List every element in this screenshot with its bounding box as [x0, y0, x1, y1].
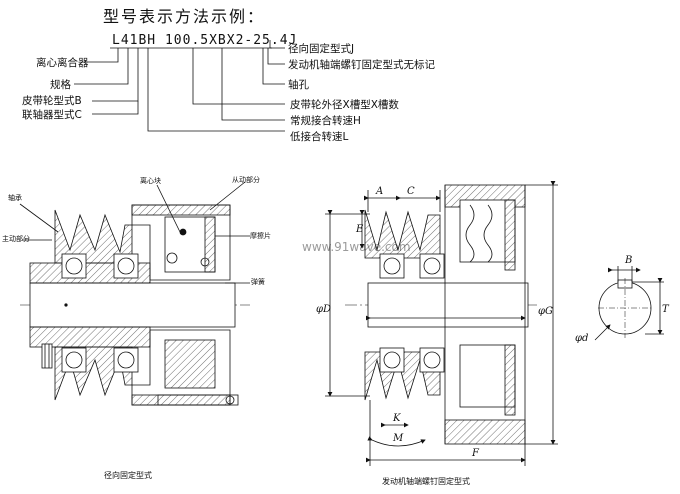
dim-phi-g: φG	[538, 306, 553, 317]
legend-radial-fixed: 径向固定型式J	[288, 43, 355, 55]
dim-phi-small-d: φd	[575, 333, 589, 344]
legend-low-speed: 低接合转速L	[290, 131, 349, 143]
label-friction-plate: 摩擦片	[250, 232, 271, 240]
legend-shaft-hole: 轴孔	[288, 79, 309, 91]
dim-b: B	[625, 255, 633, 266]
label-driven-part: 从动部分	[232, 176, 260, 184]
model-code: L41BH 100.5XBX2-25.4J	[112, 33, 298, 48]
right-clutch-drawing	[325, 181, 558, 466]
label-spring: 弹簧	[251, 278, 265, 286]
legend-spec: 规格	[50, 79, 71, 91]
legend-coupling-type: 联轴器型式C	[22, 109, 82, 121]
legend-normal-speed: 常规接合转速H	[290, 115, 361, 127]
dim-phi-d: φD	[316, 304, 332, 315]
caption-right: 发动机轴端螺钉固定型式	[382, 477, 470, 486]
dim-c: C	[407, 186, 415, 197]
legend-engine-screw: 发动机轴端螺钉固定型式无标记	[288, 59, 435, 71]
legend-pulley-type: 皮带轮型式B	[22, 95, 82, 107]
diagram-title: 型号表示方法示例：	[103, 7, 266, 26]
label-centrifugal-block: 离心块	[140, 177, 161, 185]
legend-centrifugal-clutch: 离心离合器	[36, 57, 89, 69]
label-drive-member: 主动部分	[2, 235, 30, 243]
dim-a: A	[376, 186, 384, 197]
legend-pulley-od: 皮带轮外径X槽型X槽数	[290, 99, 399, 111]
label-shaft-sleeve: 轴承	[8, 194, 22, 202]
dim-f: F	[472, 448, 479, 459]
caption-left: 径向固定型式	[104, 471, 152, 480]
dim-t: T	[662, 304, 669, 315]
dim-k: K	[393, 413, 401, 424]
shaft-section-view	[594, 266, 664, 341]
left-clutch-drawing	[19, 181, 250, 406]
code-leader-lines	[74, 40, 285, 132]
